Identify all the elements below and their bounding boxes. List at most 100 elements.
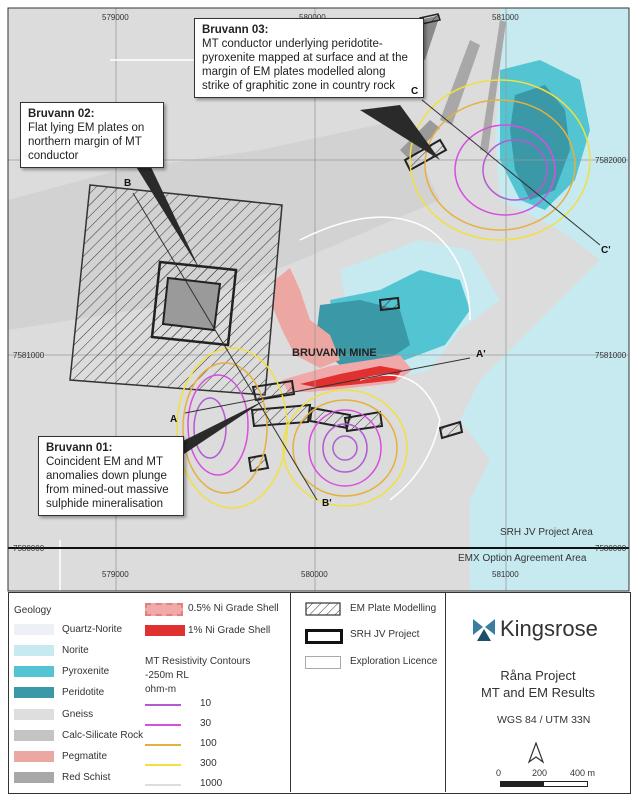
legend-label: 300 [200, 758, 217, 769]
swatch-pyroxenite [14, 666, 54, 677]
em-plate-small [438, 420, 464, 440]
project-title: Råna Project [500, 668, 576, 683]
swatch-grade-05 [145, 603, 183, 616]
easting-label: 579000 [102, 13, 129, 22]
swatch-quartz-norite [14, 624, 54, 635]
red-schist-band [440, 40, 480, 125]
pegmatite-area [272, 268, 340, 368]
swatch-srh-jv [305, 629, 343, 644]
scale-label: 0 [496, 768, 502, 778]
northing-label: 7581000 [595, 351, 627, 360]
section-label-a-prime: A' [476, 349, 486, 360]
emx-area-label: EMX Option Agreement Area [458, 553, 587, 564]
swatch-red-schist [14, 772, 54, 783]
section-label-b: B [124, 178, 132, 189]
em-plate-small [247, 453, 270, 473]
mt-subtitle: -250m RL [145, 670, 189, 681]
swatch-calc-silicate [14, 730, 54, 741]
callout-text: Coincident EM and MT anomalies down plun… [46, 456, 169, 510]
legend: Geology Quartz-Norite Norite Pyroxenite … [0, 590, 635, 800]
legend-label: Norite [62, 645, 89, 656]
legend-divider [290, 592, 291, 792]
callout-title: Bruvann 03: [202, 24, 269, 36]
north-arrow-icon [528, 742, 544, 764]
swatch-norite [14, 645, 54, 656]
callout-pointer [360, 105, 440, 160]
legend-label: Calc-Silicate Rock [62, 730, 144, 741]
section-label-c-prime: C' [601, 245, 611, 256]
legend-label: Exploration Licence [350, 656, 438, 667]
brand-name: Kingsrose [500, 616, 598, 641]
mt-swatch-10 [145, 704, 181, 706]
legend-label: 10 [200, 698, 212, 709]
mt-swatch-30 [145, 724, 181, 726]
swatch-pegmatite [14, 751, 54, 762]
easting-label: 580000 [299, 13, 326, 22]
mt-unit: ohm-m [145, 684, 177, 695]
swatch-em-plate [305, 602, 341, 616]
map-frame [7, 7, 630, 592]
legend-label: 1000 [200, 778, 223, 789]
callout-bruvann-03: Bruvann 03: MT conductor underlying peri… [194, 18, 424, 98]
geology-title: Geology [14, 605, 52, 616]
easting-label: 579000 [102, 570, 129, 579]
em-plate-core [161, 276, 222, 332]
swatch-exploration-licence [305, 656, 341, 669]
callout-pointer [135, 165, 200, 270]
legend-divider [445, 592, 446, 792]
northing-label: 7580000 [595, 544, 627, 553]
red-schist-band [480, 20, 506, 152]
legend-label: 100 [200, 738, 217, 749]
legend-label: 30 [200, 718, 212, 729]
mt-swatch-100 [145, 744, 181, 746]
legend-label: EM Plate Modelling [350, 603, 437, 614]
callout-title: Bruvann 02: [28, 108, 95, 120]
peridotite-area-central [315, 300, 410, 365]
legend-label: Quartz-Norite [62, 624, 123, 635]
mt-swatch-1000 [145, 784, 181, 786]
mine-label: BRUVANN MINE [292, 347, 377, 359]
legend-label: Pegmatite [62, 751, 108, 762]
swatch-grade-1 [145, 625, 185, 636]
legend-label: 0.5% Ni Grade Shell [188, 603, 279, 614]
section-label-c: C [411, 86, 419, 97]
swatch-gneiss [14, 709, 54, 720]
legend-frame [8, 592, 631, 794]
callout-bruvann-01: Bruvann 01: Coincident EM and MT anomali… [38, 436, 184, 516]
callout-pointer [175, 400, 265, 460]
scale-label: 200 [532, 768, 548, 778]
swatch-peridotite [14, 687, 54, 698]
grade-shell-1 [300, 366, 402, 388]
mt-contours [176, 79, 591, 509]
legend-label: Gneiss [62, 709, 94, 720]
project-subtitle: MT and EM Results [481, 685, 595, 700]
northing-label: 7580000 [13, 544, 45, 553]
kingsrose-logo-icon [473, 619, 495, 641]
em-plates [69, 13, 464, 473]
northing-label: 7582000 [595, 156, 627, 165]
section-lines [132, 99, 601, 501]
legend-label: Peridotite [62, 687, 105, 698]
callout-title: Bruvann 01: [46, 442, 113, 454]
northing-label: 7581000 [13, 351, 45, 360]
scale-bar [500, 781, 588, 787]
callout-text: Flat lying EM plates on northern margin … [28, 122, 145, 162]
callout-text: MT conductor underlying peridotite-pyrox… [202, 38, 408, 92]
legend-label: Red Schist [62, 772, 111, 783]
crs-label: WGS 84 / UTM 33N [497, 714, 591, 726]
easting-label: 581000 [492, 570, 519, 579]
mt-swatch-300 [145, 764, 181, 766]
legend-label: Pyroxenite [62, 666, 110, 677]
mt-title: MT Resistivity Contours [145, 656, 251, 667]
srh-area-label: SRH JV Project Area [500, 527, 593, 538]
easting-label: 580000 [301, 570, 328, 579]
scale-label: 400 m [570, 768, 596, 778]
section-label-a: A [170, 414, 178, 425]
easting-label: 581000 [492, 13, 519, 22]
legend-label: 1% Ni Grade Shell [188, 625, 271, 636]
em-plate-small [378, 296, 401, 312]
callout-bruvann-02: Bruvann 02: Flat lying EM plates on nort… [20, 102, 164, 168]
section-label-b-prime: B' [322, 498, 332, 509]
legend-label: SRH JV Project [350, 629, 420, 640]
